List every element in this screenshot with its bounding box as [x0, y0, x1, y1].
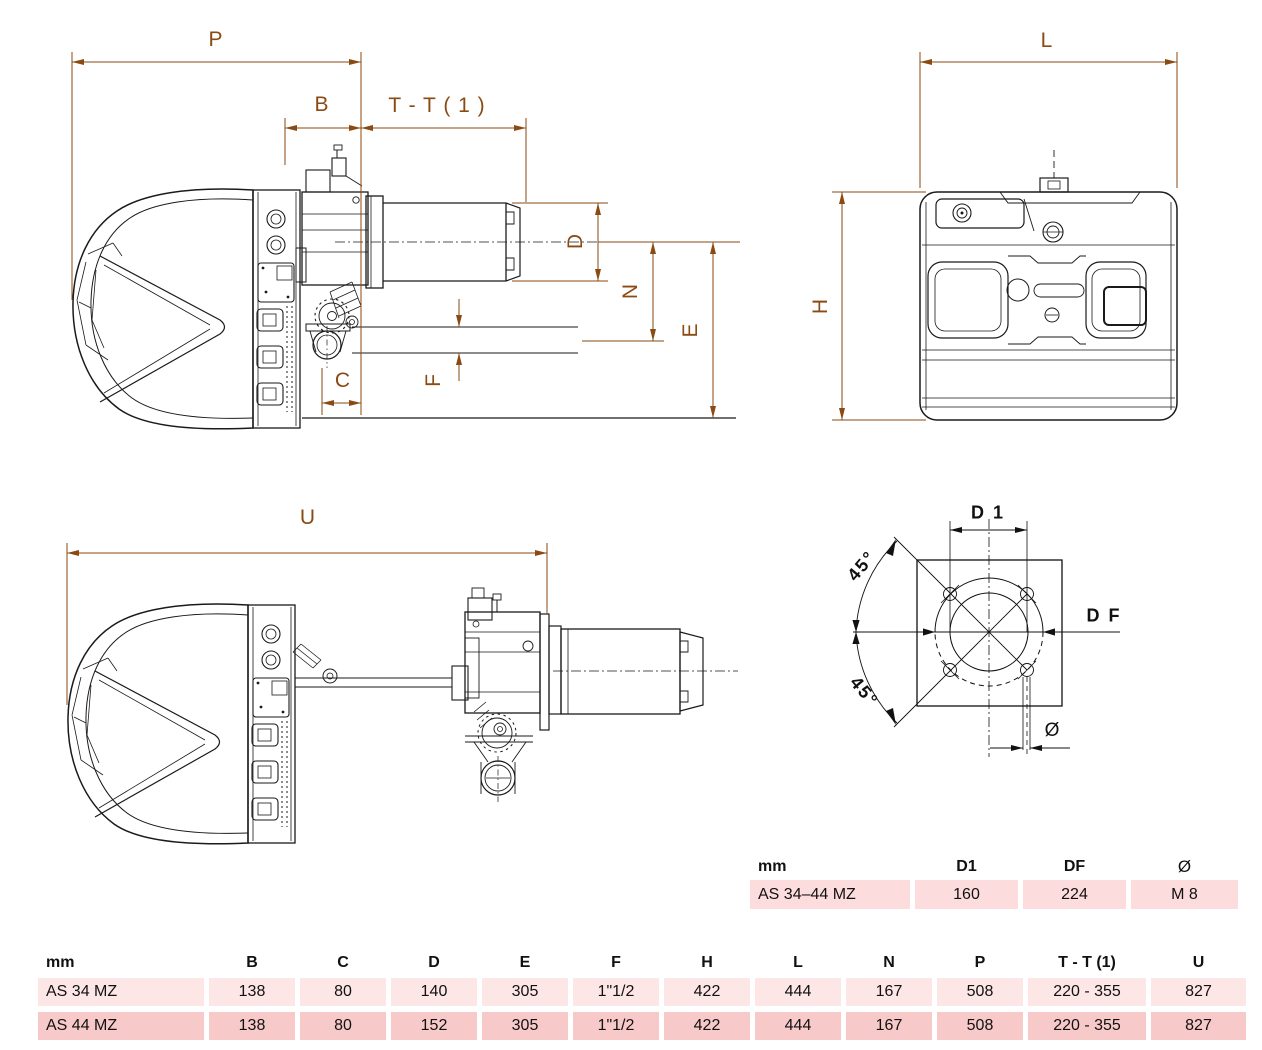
column-header-e: E	[519, 954, 531, 971]
value-b: 138	[209, 978, 295, 1006]
dim-label-u: U	[299, 506, 317, 529]
value-c: 80	[300, 1012, 386, 1040]
column-header-d1: D1	[956, 858, 977, 875]
side-view-dimensions	[71, 52, 740, 418]
column-header-u: U	[1192, 954, 1205, 971]
value-f: 1"1/2	[573, 978, 659, 1006]
value-e: 305	[482, 978, 568, 1006]
value-tt: 220 - 355	[1028, 978, 1146, 1006]
dim-label-n: N	[619, 282, 642, 300]
value-tt: 220 - 355	[1028, 1012, 1146, 1040]
dim-label-tt: T - T ( 1 )	[388, 94, 486, 117]
value-u: 827	[1151, 1012, 1246, 1040]
column-header-df: DF	[1063, 858, 1086, 875]
value-h: 422	[664, 1012, 750, 1040]
column-header-b: B	[246, 954, 258, 971]
column-header-mm: mm	[758, 858, 787, 875]
top-view-drawing	[919, 150, 1178, 421]
value-d1: 160	[915, 880, 1018, 909]
row-label: AS 44 MZ	[38, 1012, 204, 1040]
dim-label-l: L	[1040, 29, 1054, 52]
value-l: 444	[755, 978, 841, 1006]
value-n: 167	[846, 1012, 932, 1040]
value-n: 167	[846, 978, 932, 1006]
flange-table: mm D1 DF Ø AS 34–44 MZ 160 224 M 8	[750, 856, 1238, 915]
value-diameter: M 8	[1131, 880, 1238, 909]
dim-label-df: D F	[1086, 605, 1122, 626]
main-dimension-table: mm B C D E F H L N P T - T (1) U AS 34 M…	[38, 950, 1246, 1046]
value-l: 444	[755, 1012, 841, 1040]
value-b: 138	[209, 1012, 295, 1040]
dim-label-d: D	[564, 232, 587, 250]
value-d: 152	[391, 1012, 477, 1040]
table-row: AS 34–44 MZ 160 224 M 8	[750, 880, 1238, 909]
row-label: AS 34 MZ	[38, 978, 204, 1006]
table-row-as-34-mz: AS 34 MZ 138 80 140 305 1"1/2 422 444 16…	[38, 978, 1246, 1006]
dim-label-diameter: Ø	[1044, 720, 1062, 741]
column-header-h: H	[701, 954, 713, 971]
value-f: 1"1/2	[573, 1012, 659, 1040]
row-label: AS 34–44 MZ	[750, 880, 910, 909]
column-header-diameter: Ø	[1177, 857, 1192, 876]
dim-label-d1: D 1	[970, 502, 1006, 523]
column-header-l: L	[793, 954, 803, 971]
flange-table-header: mm D1 DF Ø	[750, 856, 1238, 877]
main-table-header: mm B C D E F H L N P T - T (1) U	[38, 950, 1246, 975]
value-d: 140	[391, 978, 477, 1006]
flange-pattern-drawing	[852, 519, 1120, 757]
value-c: 80	[300, 978, 386, 1006]
dim-label-f: F	[422, 373, 445, 387]
dim-label-e: E	[679, 322, 702, 338]
value-df: 224	[1023, 880, 1126, 909]
table-row-as-44-mz: AS 44 MZ 138 80 152 305 1"1/2 422 444 16…	[38, 1012, 1246, 1040]
value-u: 827	[1151, 978, 1246, 1006]
column-header-d: D	[428, 954, 440, 971]
dim-label-c: C	[334, 369, 352, 392]
dim-label-p: P	[208, 28, 224, 51]
top-view-dimensions	[832, 52, 1178, 421]
column-header-mm: mm	[46, 954, 75, 971]
column-header-f: F	[611, 954, 621, 971]
open-view-drawing	[67, 587, 738, 845]
open-view-dimensions	[66, 543, 548, 705]
value-h: 422	[664, 978, 750, 1006]
dim-label-h: H	[809, 297, 832, 315]
column-header-tt: T - T (1)	[1058, 954, 1116, 971]
dim-label-b: B	[314, 93, 330, 116]
column-header-n: N	[883, 954, 895, 971]
side-view-drawing	[72, 144, 736, 430]
value-e: 305	[482, 1012, 568, 1040]
value-p: 508	[937, 978, 1023, 1006]
column-header-p: P	[974, 954, 986, 971]
value-p: 508	[937, 1012, 1023, 1040]
column-header-c: C	[337, 954, 349, 971]
